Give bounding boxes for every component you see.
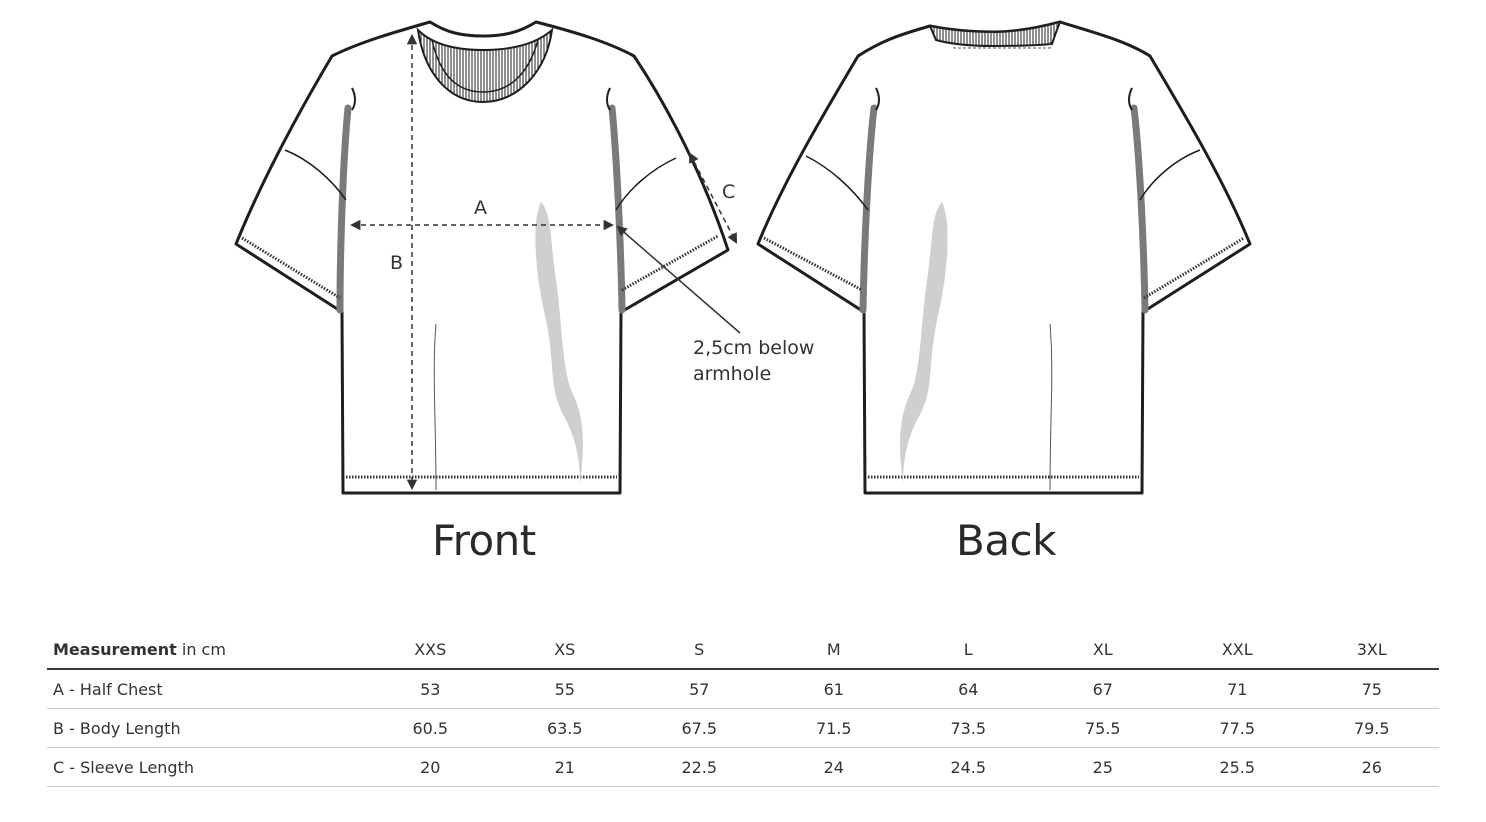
front-view-label: Front [432, 516, 536, 565]
table-cell: 77.5 [1170, 708, 1305, 748]
front-left-side-shadow [336, 104, 352, 314]
table-cell: 21 [497, 747, 632, 787]
table-cell: 79.5 [1304, 708, 1439, 748]
table-cell: 55 [497, 669, 632, 709]
table-cell: 67 [1035, 669, 1170, 709]
size-table: Measurement in cm XXS XS S M L XL XXL 3X… [47, 630, 1439, 787]
size-header-l: L [901, 630, 1036, 670]
measurement-lines [349, 33, 741, 491]
table-cell: 73.5 [901, 708, 1036, 748]
size-header-3xl: 3XL [1304, 630, 1439, 670]
size-header-xxs: XXS [363, 630, 498, 670]
table-cell: 67.5 [632, 708, 767, 748]
back-right-side-shadow [1130, 104, 1149, 314]
size-header-xs: XS [497, 630, 632, 670]
row-label-body-length: B - Body Length [47, 708, 363, 748]
back-fold-shadow [900, 202, 948, 484]
table-cell: 57 [632, 669, 767, 709]
table-row: A - Half Chest 53 55 57 61 64 67 71 75 [47, 669, 1439, 709]
armhole-note-line1: 2,5cm below [693, 337, 815, 359]
dimension-c-line [689, 152, 737, 244]
size-header-m: M [766, 630, 901, 670]
back-collar-rib [928, 20, 1062, 48]
table-cell: 60.5 [363, 708, 498, 748]
back-body-outline [756, 20, 1252, 495]
table-cell: 75.5 [1035, 708, 1170, 748]
size-table-header-row: Measurement in cm XXS XS S M L XL XXL 3X… [47, 630, 1439, 670]
row-label-half-chest: A - Half Chest [47, 669, 363, 709]
dimension-a-label: A [474, 197, 487, 219]
table-cell: 71.5 [766, 708, 901, 748]
table-cell: 64 [901, 669, 1036, 709]
size-header-s: S [632, 630, 767, 670]
front-collar-rib [416, 27, 554, 104]
front-tshirt [234, 20, 730, 495]
table-cell: 24 [766, 747, 901, 787]
table-cell: 22.5 [632, 747, 767, 787]
armhole-note-line2: armhole [693, 363, 772, 385]
back-tshirt [756, 20, 1252, 495]
back-view-label: Back [956, 516, 1056, 565]
table-cell: 61 [766, 669, 901, 709]
table-row: C - Sleeve Length 20 21 22.5 24 24.5 25 … [47, 747, 1439, 787]
table-cell: 25.5 [1170, 747, 1305, 787]
front-fold-shadow [535, 202, 583, 484]
table-cell: 75 [1304, 669, 1439, 709]
size-header-xl: XL [1035, 630, 1170, 670]
table-cell: 25 [1035, 747, 1170, 787]
measurement-header: Measurement in cm [47, 630, 363, 670]
table-row: B - Body Length 60.5 63.5 67.5 71.5 73.5… [47, 708, 1439, 748]
table-cell: 63.5 [497, 708, 632, 748]
table-cell: 20 [363, 747, 498, 787]
dimension-b-label: B [390, 252, 404, 274]
table-cell: 24.5 [901, 747, 1036, 787]
back-left-side-shadow [859, 104, 878, 314]
row-label-sleeve-length: C - Sleeve Length [47, 747, 363, 787]
tshirt-diagram [234, 20, 1252, 495]
armhole-leader-line [616, 225, 741, 334]
table-cell: 53 [363, 669, 498, 709]
dimension-c-label: C [722, 181, 736, 203]
table-cell: 71 [1170, 669, 1305, 709]
measurement-header-bold: Measurement [53, 639, 177, 659]
table-cell: 26 [1304, 747, 1439, 787]
measurement-header-unit: in cm [176, 639, 226, 659]
size-header-xxl: XXL [1170, 630, 1305, 670]
armhole-note: 2,5cm below armhole [693, 335, 814, 387]
